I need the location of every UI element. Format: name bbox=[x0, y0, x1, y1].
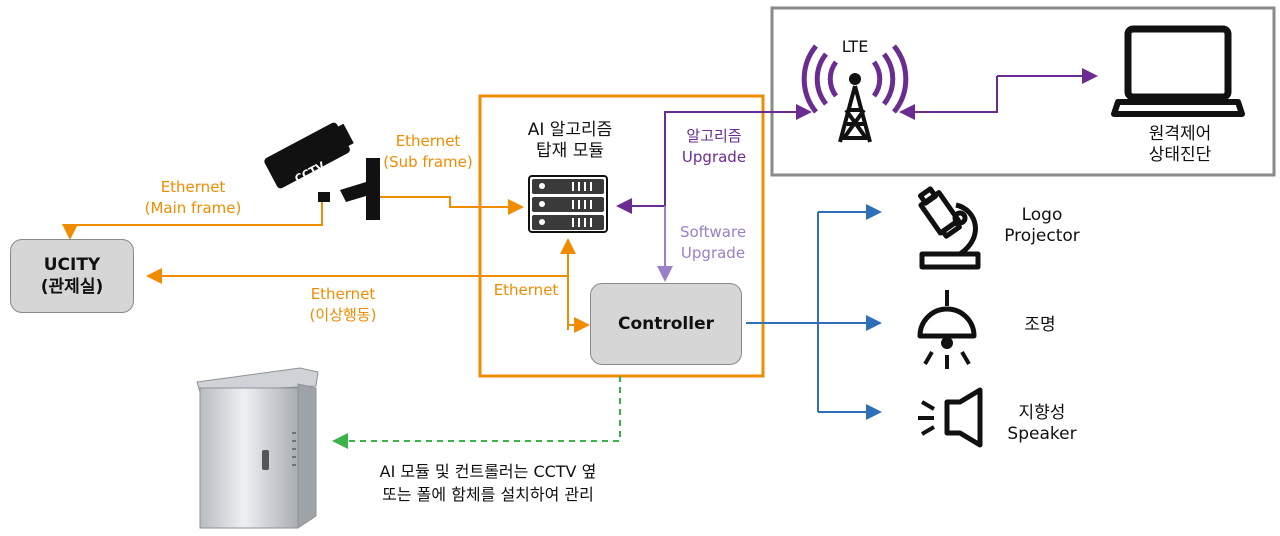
speaker-line2: Speaker bbox=[1007, 424, 1077, 444]
logo-projector-label: Logo Projector bbox=[995, 205, 1089, 247]
cabinet-note: AI 모듈 및 컨트롤러는 CCTV 옆 또는 폴에 함체를 설치하여 관리 bbox=[348, 460, 628, 506]
lte-label: LTE bbox=[841, 37, 869, 56]
speaker-icon bbox=[918, 387, 983, 448]
ai-module-title: AI 알고리즘 탑재 모듈 bbox=[510, 120, 630, 162]
controller-label: Controller bbox=[617, 314, 714, 334]
cabinet-note-line1: AI 모듈 및 컨트롤러는 CCTV 옆 bbox=[379, 462, 597, 481]
label-software-upgrade-line1: Software bbox=[679, 223, 747, 241]
label-algo-upgrade-line1: 알고리즘 bbox=[686, 127, 742, 145]
link-laptop-lte bbox=[899, 76, 998, 120]
label-sub-frame-line2: (Sub frame) bbox=[383, 153, 473, 171]
cabinet-note-line2: 또는 폴에 함체를 설치하여 관리 bbox=[382, 485, 594, 504]
link-sub-frame bbox=[380, 196, 524, 215]
speaker-label: 지향성 Speaker bbox=[995, 403, 1089, 445]
ucity-subtitle: (관제실) bbox=[40, 277, 104, 297]
label-abnormal: Ethernet (이상행동) bbox=[300, 284, 386, 326]
laptop-icon bbox=[1111, 25, 1245, 117]
label-main-frame-line1: Ethernet bbox=[160, 178, 226, 196]
label-abnormal-line1: Ethernet bbox=[310, 285, 376, 303]
link-cabinet bbox=[332, 376, 621, 449]
label-sub-frame-line1: Ethernet bbox=[395, 132, 461, 150]
controller-box: Controller bbox=[590, 283, 742, 365]
label-algo-upgrade-line2: Upgrade bbox=[681, 148, 747, 166]
ceiling-light-icon bbox=[917, 290, 977, 369]
label-software-upgrade: Software Upgrade bbox=[672, 222, 754, 264]
light-label: 조명 bbox=[1024, 315, 1056, 335]
label-main-frame-line2: (Main frame) bbox=[144, 199, 242, 217]
label-sub-frame: Ethernet (Sub frame) bbox=[380, 131, 476, 173]
ai-module-title-line2: 탑재 모듈 bbox=[536, 141, 604, 161]
logo-projector-line1: Logo bbox=[1021, 205, 1063, 225]
label-main-frame: Ethernet (Main frame) bbox=[140, 177, 246, 219]
label-software-upgrade-line2: Upgrade bbox=[680, 244, 746, 262]
ai-enclosure-frame bbox=[478, 94, 765, 378]
remote-site-frame bbox=[770, 6, 1276, 177]
ai-module-title-line1: AI 알고리즘 bbox=[527, 120, 613, 140]
lte-tower-icon bbox=[801, 44, 909, 143]
label-algo-upgrade: 알고리즘 Upgrade bbox=[674, 126, 754, 168]
remote-control-line2: 상태진단 bbox=[1148, 145, 1212, 165]
logo-projector-line2: Projector bbox=[1004, 226, 1080, 246]
ucity-title: UCITY bbox=[43, 255, 101, 275]
speaker-line1: 지향성 bbox=[1018, 403, 1066, 423]
label-abnormal-line2: (이상행동) bbox=[309, 306, 377, 324]
server-rack-icon bbox=[528, 175, 608, 233]
ucity-box: UCITY (관제실) bbox=[10, 239, 134, 313]
remote-control-line1: 원격제어 bbox=[1148, 124, 1212, 144]
logo-projector-icon bbox=[917, 186, 981, 270]
link-main-frame bbox=[62, 196, 323, 240]
label-controller-ethernet: Ethernet bbox=[493, 281, 559, 299]
remote-control-label: 원격제어 상태진단 bbox=[1130, 124, 1230, 166]
outdoor-cabinet-icon bbox=[196, 367, 319, 529]
